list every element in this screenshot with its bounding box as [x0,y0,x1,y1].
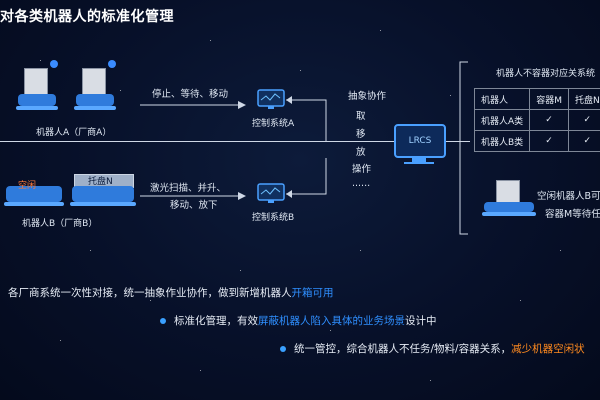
flow-a-label: 停止、等待、移动 [152,89,229,100]
bullet-dot [280,346,286,352]
abstract-heading: 抽象协作 [348,91,387,102]
flow-a-arrow [140,101,246,109]
monitor-icon [257,183,285,203]
monitor-icon [257,89,285,109]
robot-b-label: 机器人B（厂商B） [22,219,98,229]
robot-b-illustration [4,174,136,214]
table-header-row: 机器人 容器M 托盘N [473,88,600,110]
main-axis-line [0,141,470,142]
idle-note-line1: 空闲机器人B可 [537,191,600,202]
flow-b-arrow [140,192,246,200]
bullet-1: 各厂商系统一次性对接，统一抽象作业协作，做到新增机器人开箱可用 [8,287,334,299]
warning-light-icon [108,60,116,68]
table-cell: 机器人B类 [473,130,531,152]
idle-note-line2: 容器M等待任 [545,209,600,220]
table-header: 托盘N [567,88,600,110]
robot-icon [482,180,554,222]
table-header: 机器人 [473,88,531,110]
check-icon: ✓ [529,109,569,131]
pallet-label: 托盘N [88,177,113,187]
check-icon: ✓ [529,130,569,152]
check-icon: ✓ [567,109,600,131]
lrcs-monitor: LRCS [394,124,446,158]
bullet-dot [160,318,166,324]
warning-light-icon [50,60,58,68]
robot-a-illustration [14,56,134,118]
abstract-item: ...... [352,178,371,189]
relation-table: 机器人 容器M 托盘N 机器人A类 ✓ ✓ 机器人B类 ✓ ✓ [473,88,600,152]
abstract-item: 移 [356,129,366,140]
lrcs-stand [412,158,426,162]
lrcs-base [404,162,434,164]
table-row: 机器人B类 ✓ ✓ [473,130,600,152]
robot-a-label: 机器人A（厂商A） [36,128,112,138]
robot-b-status: 空闲 [18,181,37,191]
abstract-item: 操作 [352,164,372,175]
check-icon: ✓ [567,130,600,152]
bracket [459,61,468,235]
table-caption: 机器人不容器对应关系统 [496,69,596,79]
page-title: 对各类机器人的标准化管理 [0,9,174,25]
abstract-item: 放 [356,147,366,158]
connector-lines [286,96,327,198]
table-header: 容器M [529,88,569,110]
table-cell: 机器人A类 [473,109,531,131]
bullet-2: 标准化管理，有效屏蔽机器人陷入具体的业务场景设计中 [174,315,437,327]
control-a-label: 控制系统A [252,119,295,129]
table-row: 机器人A类 ✓ ✓ [473,109,600,131]
flow-b-line1: 激光扫描、并升、 [150,183,227,194]
bullet-3: 统一管控，综合机器人不任务/物料/容器关系，减少机器空闲状 [294,343,585,355]
control-b-label: 控制系统B [252,213,295,223]
flow-b-line2: 移动、放下 [170,200,218,211]
abstract-item: 取 [356,111,366,122]
